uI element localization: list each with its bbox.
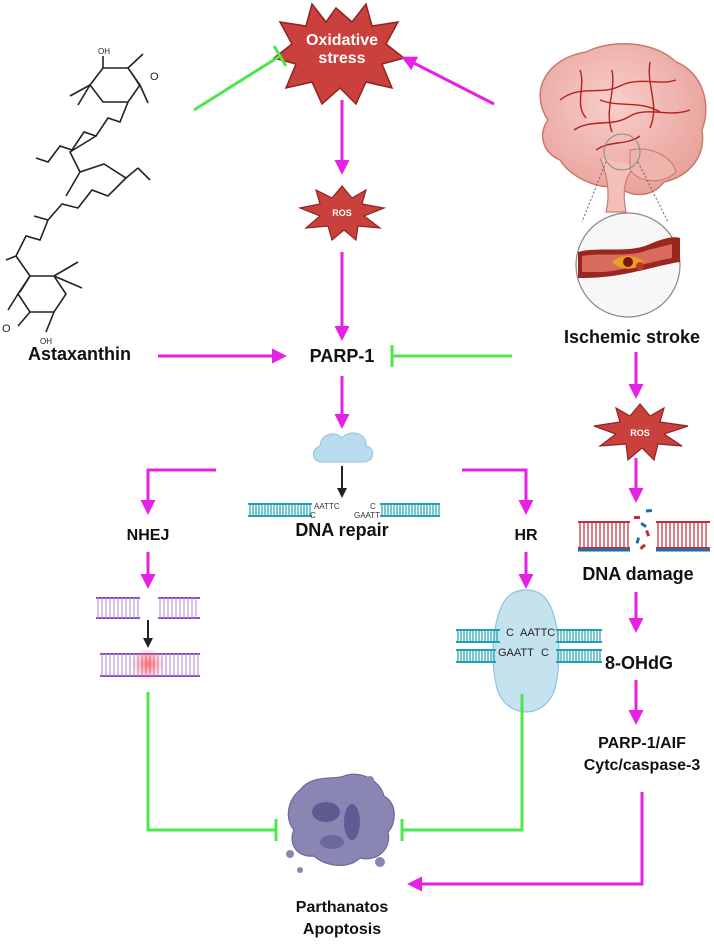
ohdg-label: 8-OHdG (604, 653, 673, 673)
dna-damage-strand-icon (578, 509, 710, 552)
molecule-oh-top: OH (98, 47, 110, 56)
arrow-to-hr (462, 468, 534, 515)
parthanatos-label: Parthanatos (295, 899, 389, 916)
cell-icon (286, 773, 395, 873)
nhej-ligation-glow (132, 648, 164, 680)
hr-seq-c-bottom: C (541, 647, 549, 659)
brain-icon (539, 43, 707, 223)
ros-right-starburst-icon (593, 403, 689, 462)
oxidative-stress-starburst-icon (272, 2, 406, 106)
inhibition-lines (146, 45, 524, 841)
parp1-label: PARP-1 (309, 346, 375, 366)
inhibit-astaxanthin-oxstress (193, 54, 281, 112)
hr-complex-icon (492, 589, 560, 713)
molecule-o-top: O (150, 71, 159, 83)
oxidative-stress-label: Oxidative stress (305, 32, 379, 67)
hr-label: HR (514, 527, 538, 544)
ros-right-label: ROS (630, 428, 650, 438)
apoptosis-label: Apoptosis (302, 921, 382, 938)
activation-arrows (140, 56, 644, 892)
molecule-structure-icon (5, 53, 151, 333)
nhej-label: NHEJ (126, 527, 170, 544)
artery-clot-icon (575, 212, 681, 318)
parp-aif-label: PARP-1/AIF (598, 735, 686, 752)
hr-seq-top: AATTC (520, 627, 555, 639)
repair-seq-right-top: C (370, 502, 376, 511)
molecule-o-bottom: O (2, 323, 11, 335)
dna-damage-label: DNA damage (582, 564, 694, 584)
repair-seq-left-bottom: C (310, 511, 316, 520)
inhibit-nhej-parthanatos (146, 692, 276, 832)
cytc-caspase-label: Cytc/caspase-3 (583, 757, 701, 774)
arrow-brain-to-oxstress (401, 56, 495, 106)
dna-repair-label: DNA repair (295, 520, 389, 540)
hr-seq-bottom: GAATT (498, 647, 534, 659)
ischemic-stroke-label: Ischemic stroke (563, 327, 701, 347)
ros-top-label: ROS (332, 208, 352, 218)
arrow-to-nhej (140, 468, 216, 515)
ros-top-starburst-icon (297, 185, 387, 242)
arrow-cytc-to-parthanatos (407, 792, 644, 892)
cloud-enzyme-icon (313, 432, 373, 463)
hr-dna-icon (456, 629, 602, 663)
inhibit-hr-parthanatos (402, 694, 524, 832)
repair-seq-left-top: AATTC (314, 502, 340, 511)
repair-seq-right-bottom: GAATT (354, 511, 380, 520)
astaxanthin-label: Astaxanthin (28, 344, 132, 364)
hr-seq-c-top: C (506, 627, 514, 639)
molecule-oh-bottom: OH (40, 337, 52, 346)
dna-repair-strand-icon (248, 503, 440, 517)
